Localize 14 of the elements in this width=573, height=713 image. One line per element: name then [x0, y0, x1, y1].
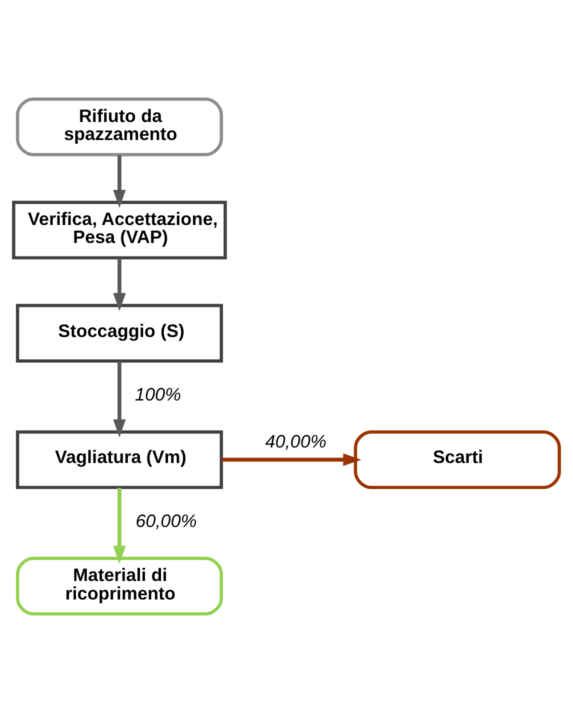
- node-box: Rifiuto da spazzamento: [16, 98, 223, 156]
- node-box: Verifica, Accettazione, Pesa (VAP): [12, 200, 227, 260]
- node-box: Stoccaggio (S): [16, 304, 223, 363]
- arrow: [113, 361, 126, 438]
- edge-label: 60,00%: [136, 511, 197, 532]
- node-box: Materiali di ricoprimento: [16, 556, 223, 616]
- node-box: Scarti: [354, 430, 561, 490]
- arrow: [113, 155, 126, 208]
- edge-label: 40,00%: [265, 432, 326, 452]
- arrow: [222, 453, 362, 466]
- edge-label: 100%: [134, 384, 182, 405]
- node-box: Vagliatura (Vm): [16, 430, 223, 490]
- arrow: [113, 258, 126, 312]
- arrow: [113, 488, 126, 564]
